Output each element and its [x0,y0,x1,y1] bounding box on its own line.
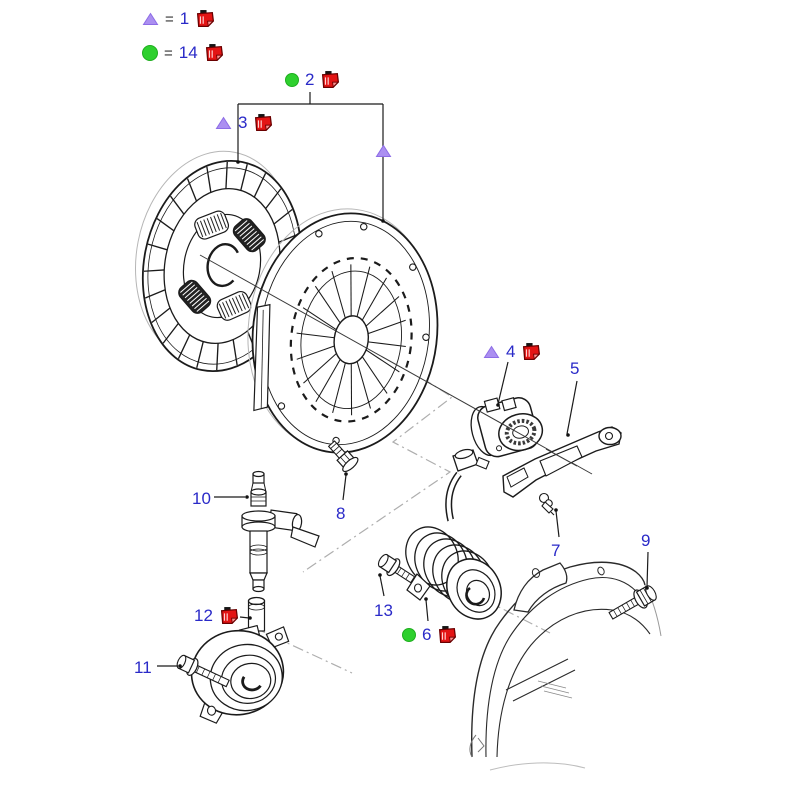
legend-value-14[interactable]: 14 [178,43,198,62]
circle-marker-icon [142,45,158,61]
callout-5-number[interactable]: 5 [570,359,580,378]
triangle-marker-icon [484,346,499,358]
leader-lines [157,92,649,667]
legend-row-circle: = 14 [142,42,225,64]
bolt-8 [327,440,359,473]
leader-end-dots [178,160,649,668]
callout-6: 6 [402,624,458,646]
legend-row-triangle: = 1 [142,8,216,30]
release-bearing [470,397,544,458]
clutch-fork [502,426,622,498]
callout-8: 8 [336,503,345,525]
parts-doc-icon[interactable] [195,8,216,30]
callout-2-number[interactable]: 2 [305,70,315,89]
selector-shaft [241,470,320,593]
callout-13-number[interactable]: 13 [374,601,393,620]
slave-cylinder-csc [405,448,508,620]
triangle-marker-icon [376,145,391,157]
callout-6-number[interactable]: 6 [422,625,432,644]
pivot-stud [538,492,555,516]
callout-12: 12 [194,605,240,627]
slave-cylinder-lower [190,624,290,724]
callout-13: 13 [374,600,393,622]
parts-doc-icon[interactable] [437,624,458,646]
callout-11-number[interactable]: 11 [134,658,152,677]
parts-doc-icon[interactable] [253,112,274,134]
callout-9-number[interactable]: 9 [641,531,651,550]
callout-3: 3 [215,112,274,134]
callout-10: 10 [192,488,211,510]
circle-marker-icon [402,628,416,642]
triangle-marker-icon [143,13,158,25]
parts-doc-icon[interactable] [521,341,542,363]
bolt-9 [608,585,657,620]
callout-2: 2 [285,69,341,91]
parts-doc-icon[interactable] [219,605,240,627]
callout-7-number[interactable]: 7 [551,541,561,560]
callout-9: 9 [641,530,650,552]
legend-equals: = [164,44,173,62]
triangle-marker-icon [216,117,231,129]
assembly-axis-line [199,254,593,475]
callout-12-number[interactable]: 12 [194,606,213,625]
callout-7: 7 [551,540,560,562]
callout-11: 11 [134,657,152,679]
callout-8-number[interactable]: 8 [336,504,346,523]
bolt-13 [377,553,416,584]
parts-doc-icon[interactable] [204,42,225,64]
bell-housing [469,561,662,771]
callout-10-number[interactable]: 10 [192,489,211,508]
parts-doc-icon[interactable] [320,69,341,91]
callout-4: 4 [483,341,542,363]
callout-5: 5 [570,358,579,380]
axis-through-fork-window [545,448,578,467]
callout-3-number[interactable]: 3 [238,113,248,132]
callout-4-number[interactable]: 4 [506,342,516,361]
legend-value-1[interactable]: 1 [179,9,190,28]
legend-equals: = [165,10,174,28]
circle-marker-icon [285,73,299,87]
